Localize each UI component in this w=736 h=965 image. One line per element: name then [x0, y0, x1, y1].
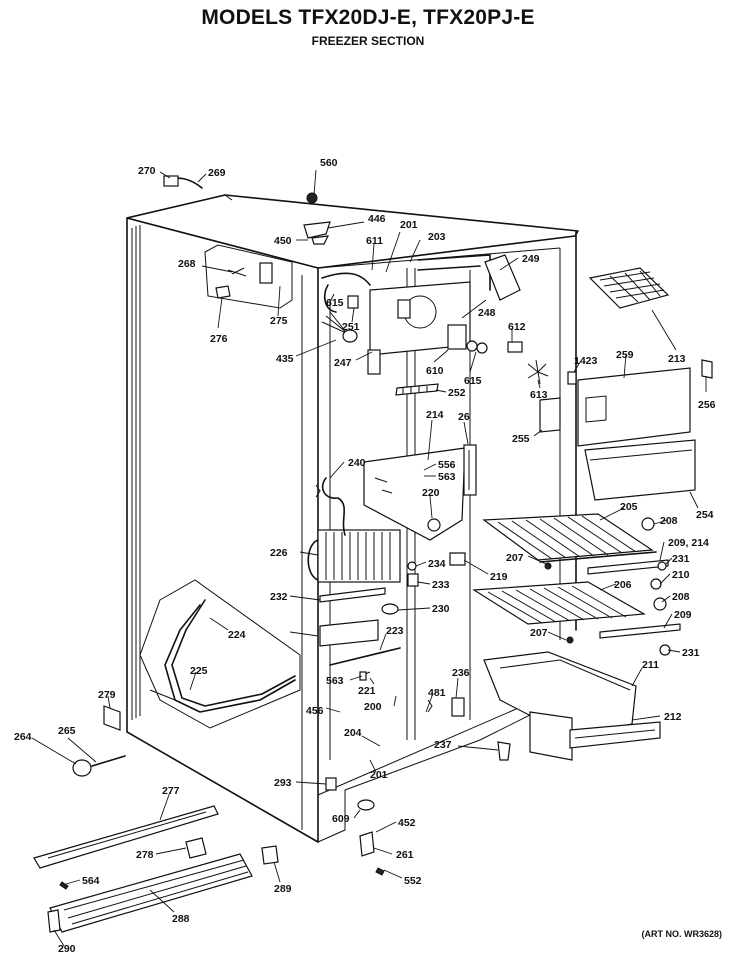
callout-230: 230: [432, 603, 450, 615]
callout-481: 481: [428, 687, 446, 699]
callout-452: 452: [398, 817, 416, 829]
callout-615-upper: 615: [326, 297, 344, 309]
callout-237: 237: [434, 739, 452, 751]
fan-shroud: [321, 254, 577, 396]
callout-293: 293: [274, 777, 292, 789]
callout-209-214: 209, 214: [668, 537, 709, 549]
art-number: (ART NO. WR3628): [641, 929, 722, 939]
callout-611: 611: [366, 235, 383, 247]
air-duct: [321, 444, 477, 541]
callout-209: 209: [674, 609, 692, 621]
diagram-subtitle: FREEZER SECTION: [311, 34, 425, 48]
diagram-title: MODELS TFX20DJ-E, TFX20PJ-E: [201, 6, 535, 29]
evaporator-coil: [307, 529, 401, 583]
callout-225: 225: [190, 665, 208, 677]
callout-1423: 1423: [574, 355, 598, 367]
callout-613: 613: [530, 389, 548, 401]
callout-275: 275: [270, 315, 288, 327]
callout-278: 278: [136, 849, 154, 861]
callout-269: 269: [208, 167, 226, 179]
callout-252: 252: [448, 387, 466, 399]
callout-290: 290: [58, 943, 76, 955]
callout-221: 221: [358, 685, 376, 697]
callout-256: 256: [698, 399, 716, 411]
callout-223: 223: [386, 625, 404, 637]
callout-254: 254: [696, 509, 714, 521]
callout-563-lower: 563: [326, 675, 344, 687]
callout-210: 210: [672, 569, 690, 581]
callout-249: 249: [522, 253, 540, 265]
callout-226: 226: [270, 547, 288, 559]
leader-lines: [31, 169, 707, 947]
callout-201-bottom: 201: [370, 769, 388, 781]
callout-563-upper: 563: [438, 471, 456, 483]
callout-211: 211: [642, 659, 659, 671]
callout-276: 276: [210, 333, 228, 345]
callout-232: 232: [270, 591, 288, 603]
callout-236: 236: [452, 667, 470, 679]
callout-207-lower: 207: [530, 627, 548, 639]
callout-234: 234: [428, 558, 446, 570]
callout-219: 219: [490, 571, 508, 583]
callout-564: 564: [82, 875, 100, 887]
callout-251: 251: [342, 321, 360, 333]
callout-610: 610: [426, 365, 444, 377]
callout-233: 233: [432, 579, 450, 591]
callout-450: 450: [274, 235, 292, 247]
bottom-parts: [33, 705, 279, 933]
callout-259: 259: [616, 349, 634, 361]
callout-247: 247: [334, 357, 352, 369]
callout-556: 556: [438, 459, 456, 471]
heater-loop: [139, 579, 301, 729]
callout-289: 289: [274, 883, 292, 895]
callout-270: 270: [138, 165, 156, 177]
callout-268: 268: [178, 258, 196, 270]
callout-248: 248: [478, 307, 496, 319]
callout-255: 255: [512, 433, 530, 445]
callout-213: 213: [668, 353, 686, 365]
callout-288: 288: [172, 913, 190, 925]
callout-264: 264: [14, 731, 32, 743]
callout-446: 446: [368, 213, 386, 225]
callout-615-lower: 615: [464, 375, 482, 387]
callout-212: 212: [664, 711, 682, 723]
top-hinge-parts: [163, 175, 331, 299]
callout-201-top: 201: [400, 219, 418, 231]
callout-203: 203: [428, 231, 446, 243]
callout-560: 560: [320, 157, 338, 169]
callout-612: 612: [508, 321, 526, 333]
callout-435: 435: [276, 353, 294, 365]
callout-231-lower: 231: [682, 647, 700, 659]
callout-265: 265: [58, 725, 76, 737]
callout-456: 456: [306, 705, 324, 717]
callout-208-upper: 208: [660, 515, 678, 527]
callout-205: 205: [620, 501, 638, 513]
callout-200: 200: [364, 701, 382, 713]
freezer-inner-parts: [319, 552, 511, 876]
callout-261: 261: [396, 849, 414, 861]
callout-224: 224: [228, 629, 246, 641]
callout-220: 220: [422, 487, 440, 499]
callout-240: 240: [348, 457, 366, 469]
shelves-and-drawer: [472, 267, 713, 761]
callout-277: 277: [162, 785, 180, 797]
callout-609: 609: [332, 813, 350, 825]
callout-279: 279: [98, 689, 116, 701]
callout-207-upper: 207: [506, 552, 524, 564]
callout-214: 214: [426, 409, 444, 421]
callout-231-upper: 231: [672, 553, 690, 565]
callout-208-lower: 208: [672, 591, 690, 603]
callout-26: 26: [458, 411, 470, 423]
callout-204: 204: [344, 727, 362, 739]
callout-labels: 270 269 560 446 450 201 203 611 249 268 …: [14, 157, 716, 955]
callout-206: 206: [614, 579, 632, 591]
callout-552: 552: [404, 875, 422, 887]
